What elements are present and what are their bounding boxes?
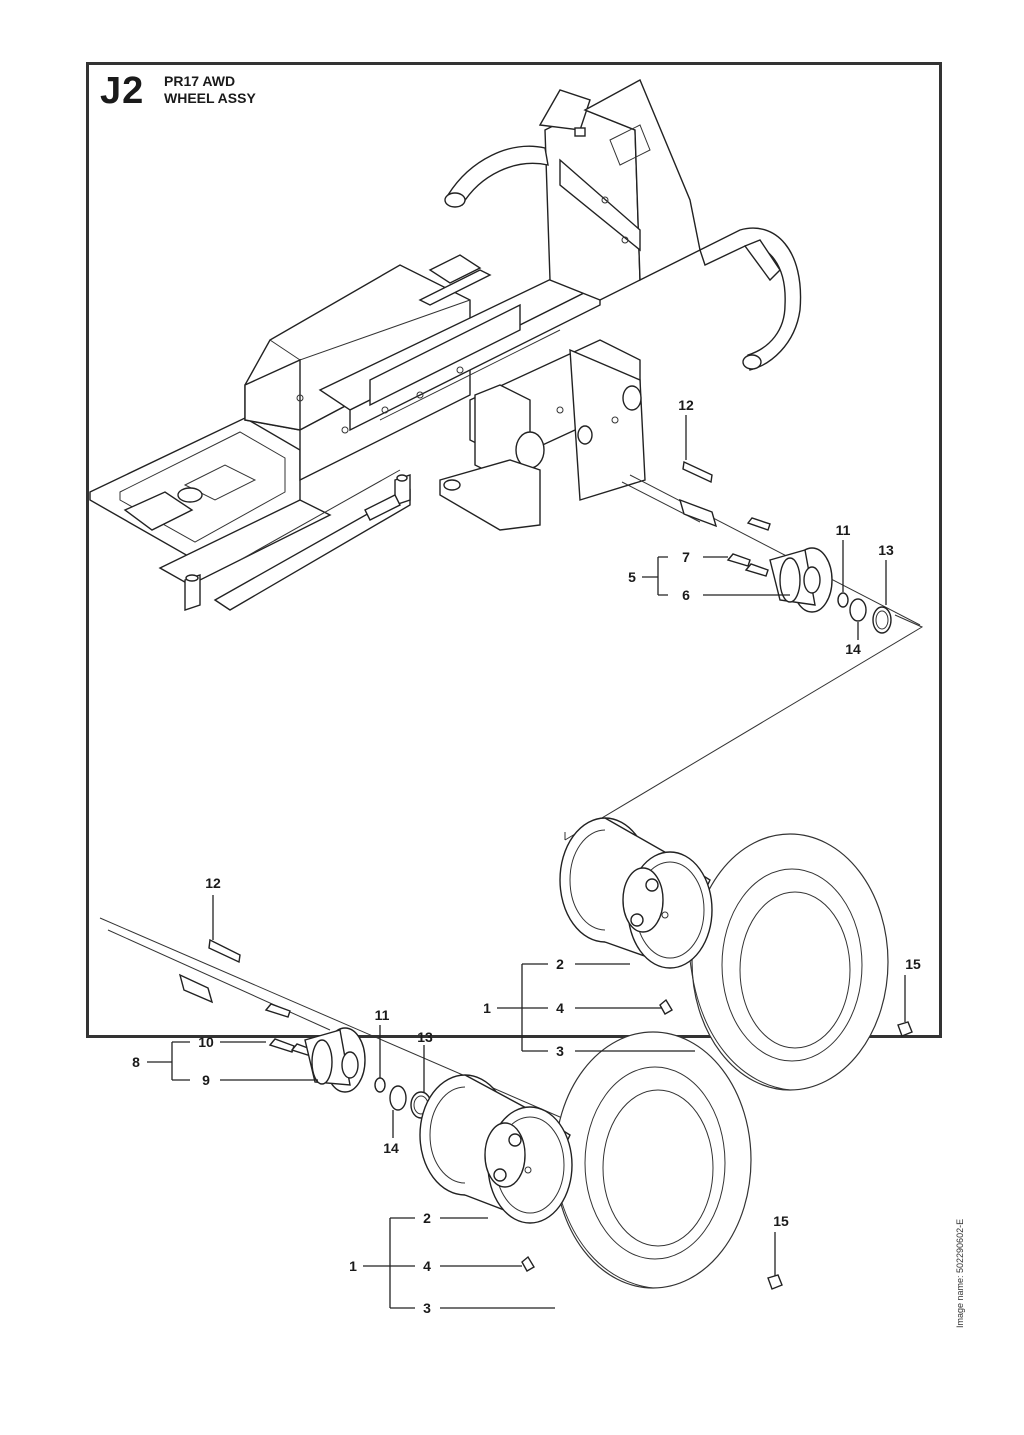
model-name: PR17 AWD (164, 73, 236, 89)
callout-2-lower: 2 (423, 1210, 431, 1226)
callout-14-upper: 14 (845, 641, 861, 657)
nut-15-lower (767, 1274, 783, 1290)
callout-8: 8 (132, 1054, 140, 1070)
callout-15-lower: 15 (773, 1213, 789, 1229)
callout-13-lower: 13 (417, 1029, 433, 1045)
hub-upper (769, 547, 833, 613)
callout-4-lower: 4 (423, 1258, 431, 1274)
chassis-frame (89, 79, 802, 611)
valve-4-lower (521, 1255, 535, 1272)
leader-lines (147, 415, 906, 1309)
washer-14-upper (849, 598, 867, 622)
nut-15-upper (897, 1021, 913, 1037)
hub-bolts-upper (726, 517, 771, 577)
tire-upper (691, 833, 889, 1091)
callout-1-lower: 1 (349, 1258, 357, 1274)
valve-4-upper (659, 998, 673, 1015)
rim-upper (559, 817, 713, 969)
rim-lower (419, 1074, 573, 1224)
axle-shaft-upper (678, 498, 718, 528)
washer-14-lower (389, 1085, 407, 1111)
callout-7: 7 (682, 549, 690, 565)
upper-axle-assembly (564, 460, 924, 841)
page-code: J2 (100, 70, 145, 112)
callout-10: 10 (198, 1034, 214, 1050)
callout-1-upper: 1 (483, 1000, 491, 1016)
washer-11-upper (837, 592, 849, 608)
washer-11-lower (374, 1077, 386, 1093)
callout-9: 9 (202, 1072, 210, 1088)
lower-wheel-assembly (419, 1031, 783, 1290)
callout-14-lower: 14 (383, 1140, 399, 1156)
tire-lower (554, 1031, 752, 1289)
callout-15-upper: 15 (905, 956, 921, 972)
callout-3-lower: 3 (423, 1300, 431, 1316)
hub-lower (304, 1027, 366, 1093)
lower-axle-assembly (99, 917, 591, 1131)
drawing-frame (86, 62, 942, 1038)
callout-5: 5 (628, 569, 636, 585)
key-12-upper (682, 460, 713, 484)
callout-4-upper: 4 (556, 1000, 564, 1016)
callout-11-upper: 11 (836, 522, 851, 538)
callout-6: 6 (682, 587, 690, 603)
callout-12-lower: 12 (205, 875, 221, 891)
callout-11-lower: 11 (375, 1007, 390, 1023)
axle-shaft-lower (178, 973, 214, 1004)
assembly-title: WHEEL ASSY (164, 90, 256, 106)
key-12-lower (208, 938, 241, 964)
callout-3-upper: 3 (556, 1043, 564, 1059)
callout-2-upper: 2 (556, 956, 564, 972)
upper-wheel-assembly (559, 817, 913, 1091)
callout-numbers: 12 5 7 6 11 13 14 2 1 4 3 15 12 8 10 9 1… (132, 397, 921, 1316)
callout-13-upper: 13 (878, 542, 894, 558)
callout-12-upper: 12 (678, 397, 694, 413)
